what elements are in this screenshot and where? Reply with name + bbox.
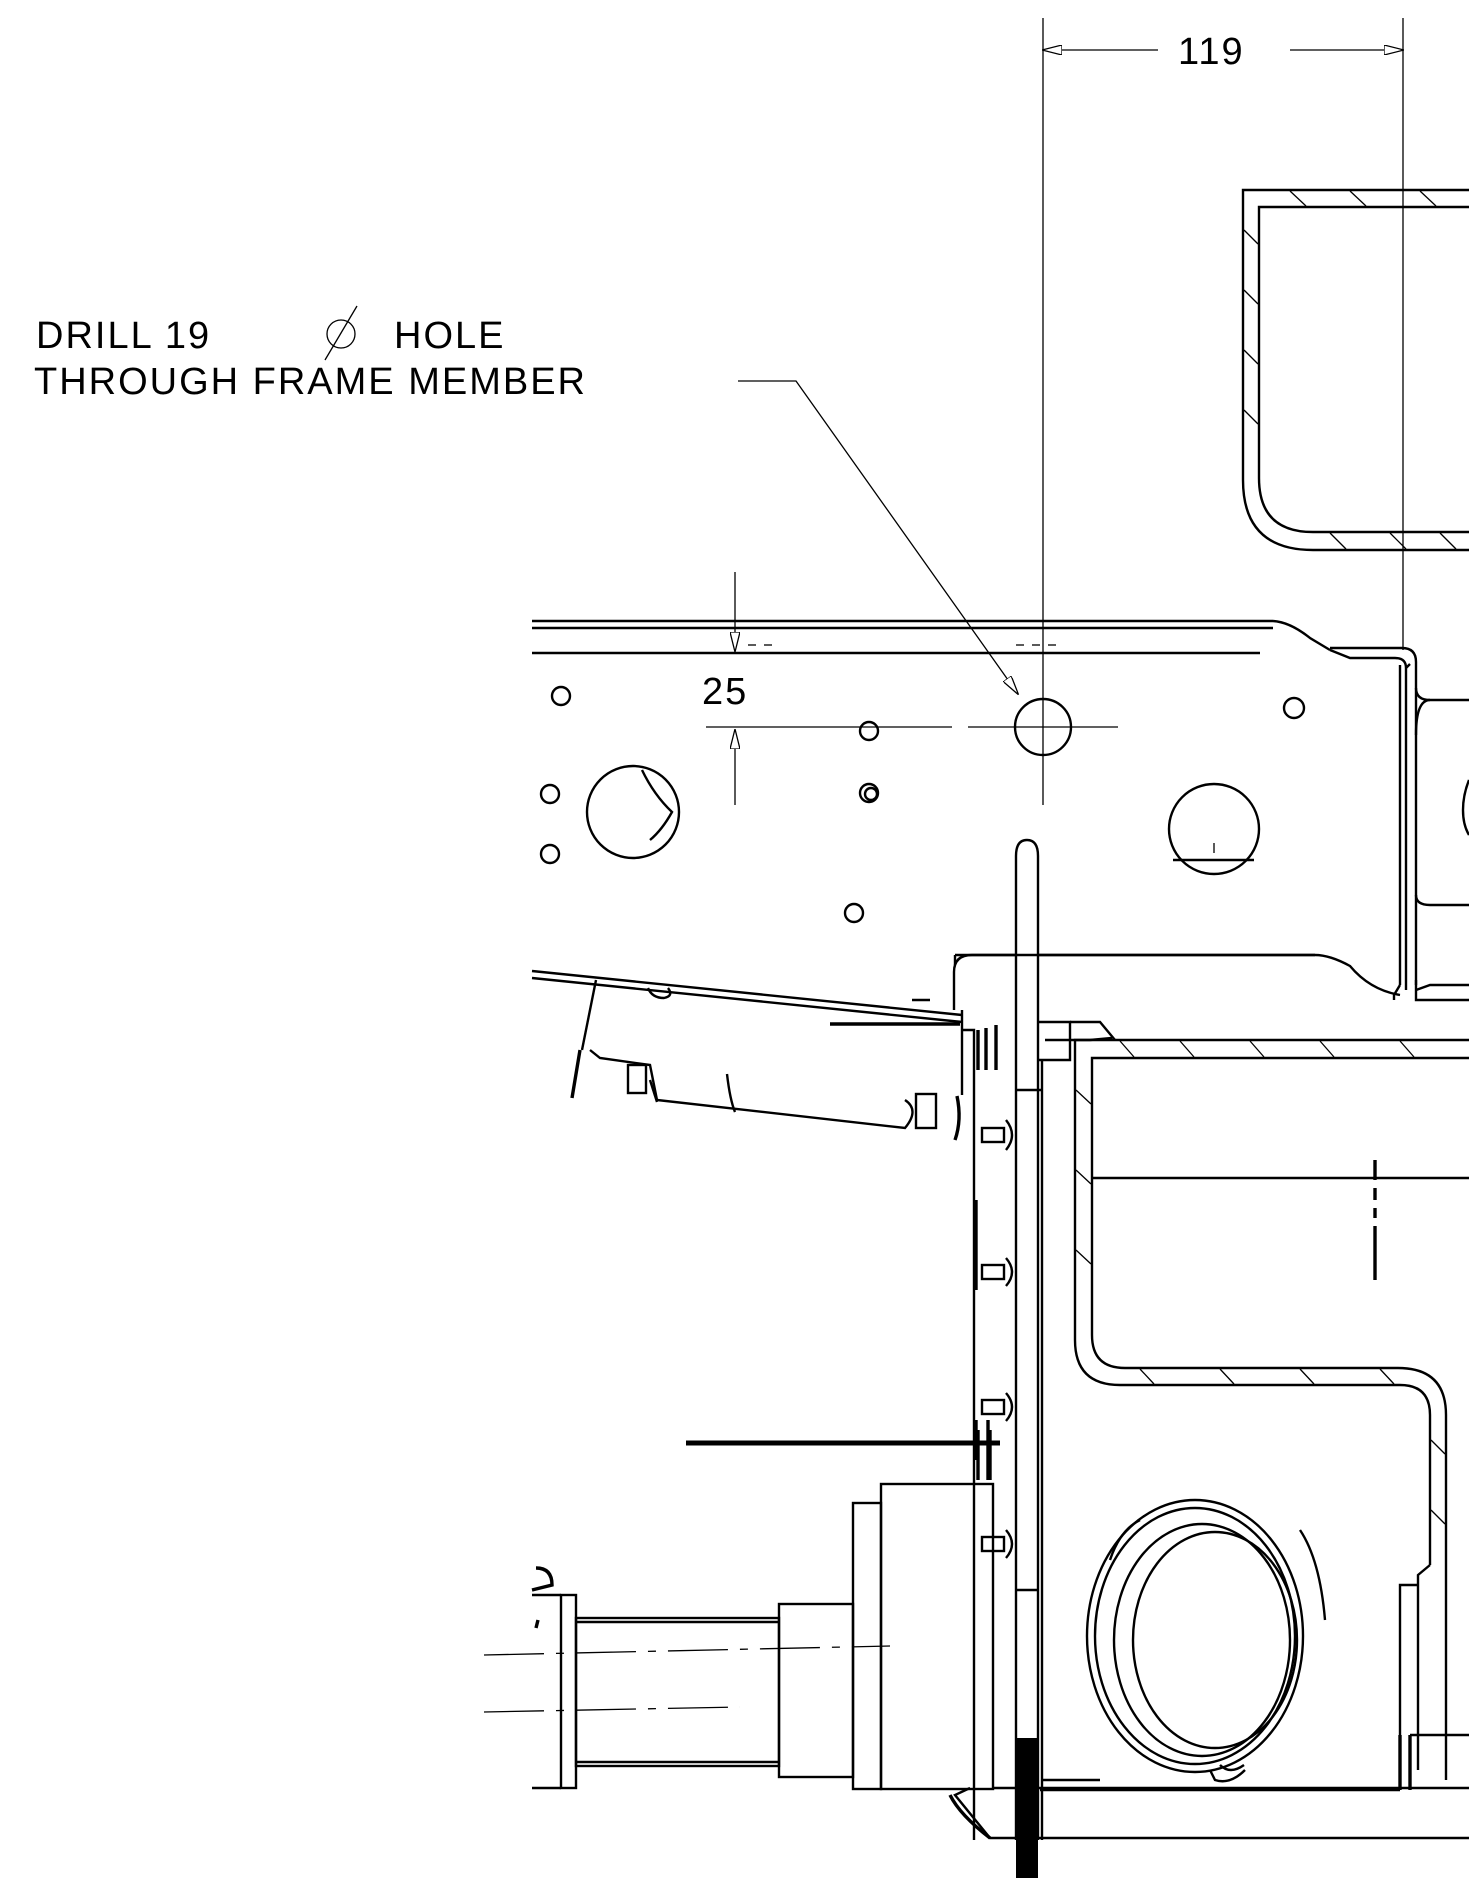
bottom-base <box>948 1733 1469 1840</box>
vertical-rod <box>1014 838 1040 1878</box>
note-line1-post: HOLE <box>394 315 505 357</box>
rod-support-bracket <box>952 953 1315 1840</box>
lower-fitting <box>483 1482 995 1791</box>
drill-hole-target <box>968 697 1118 757</box>
large-hole-right <box>1167 782 1261 876</box>
dimension-25: 25 <box>702 572 952 805</box>
left-bracket <box>531 969 964 1141</box>
round-pipe <box>1085 1498 1327 1783</box>
note-line1-pre: DRILL 19 <box>36 315 211 357</box>
drill-note: DRILL 19 HOLE THROUGH FRAME MEMBER <box>34 305 1018 694</box>
dimension-119: 119 <box>1043 18 1403 805</box>
frame-holes <box>539 685 1469 924</box>
svg-text:DRILL 19: DRILL 19 <box>36 315 211 357</box>
horizontal-bar <box>686 1430 1000 1480</box>
note-line2: THROUGH FRAME MEMBER <box>34 361 587 403</box>
clips <box>974 1119 1014 1559</box>
frame-member <box>532 619 1469 1002</box>
diameter-symbol <box>324 305 358 361</box>
dimension-25-label: 25 <box>702 671 748 713</box>
tank-section <box>1073 1038 1469 1780</box>
large-hole-left <box>585 764 681 860</box>
upper-channel-section <box>1241 188 1469 552</box>
dimension-119-label: 119 <box>1178 31 1245 73</box>
